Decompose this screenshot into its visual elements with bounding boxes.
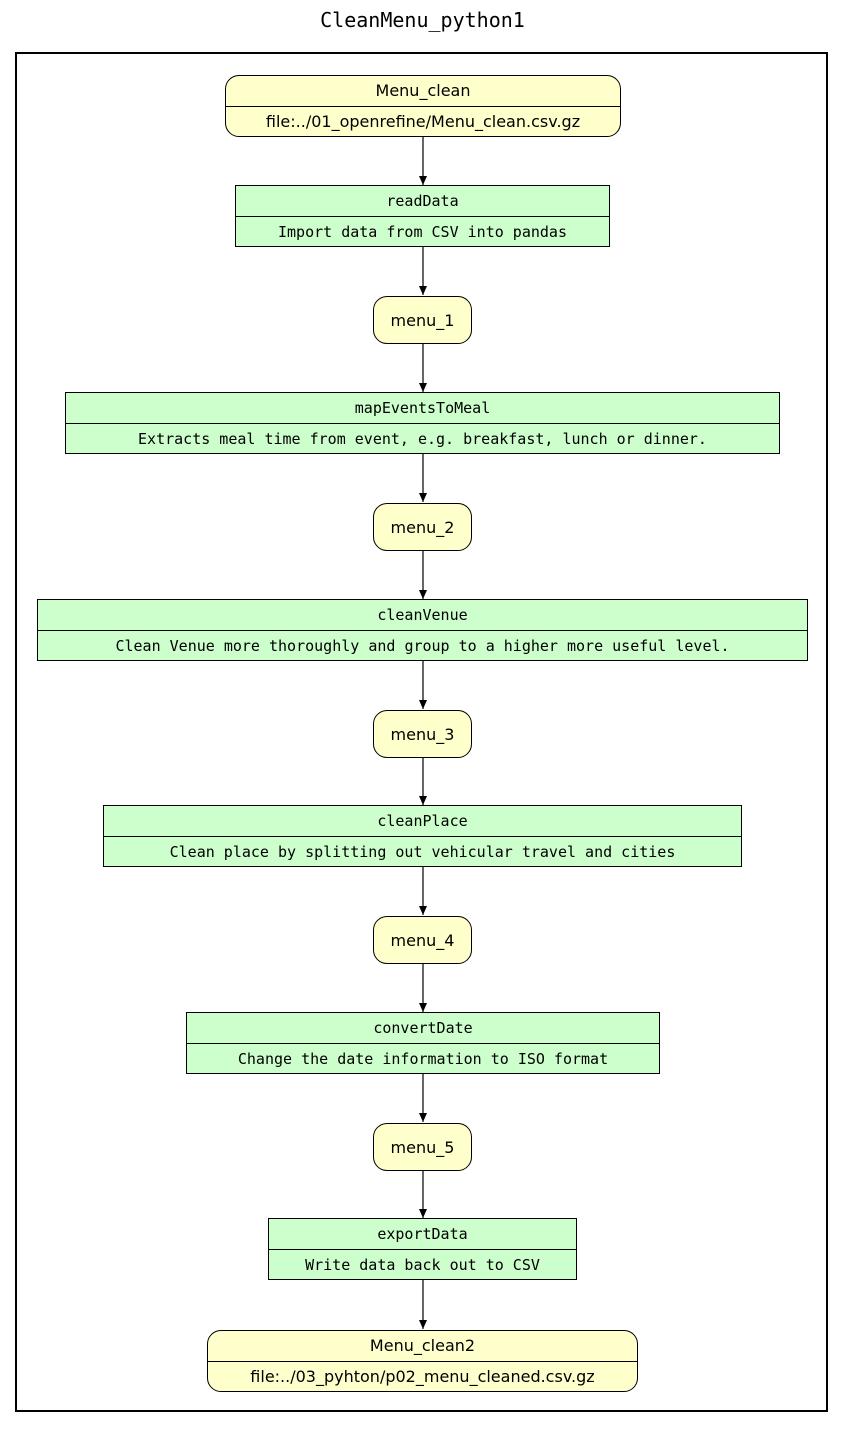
node-name: menu_2: [390, 517, 455, 537]
node-description: Write data back out to CSV: [305, 1256, 540, 1274]
node-uri: file:../03_pyhton/p02_menu_cleaned.csv.g…: [250, 1367, 595, 1386]
node-name: menu_3: [390, 724, 455, 744]
data-node-menu-clean: Menu_clean file:../01_openrefine/Menu_cl…: [225, 75, 621, 137]
data-node-menu-5: menu_5: [373, 1123, 472, 1171]
node-description: Import data from CSV into pandas: [278, 223, 567, 241]
node-name: cleanVenue: [38, 600, 807, 631]
node-name: menu_4: [390, 930, 455, 950]
node-name: readData: [236, 186, 609, 217]
node-description: Clean place by splitting out vehicular t…: [169, 843, 676, 861]
data-node-menu-clean2: Menu_clean2 file:../03_pyhton/p02_menu_c…: [207, 1330, 638, 1392]
node-name: convertDate: [187, 1013, 659, 1044]
data-node-menu-1: menu_1: [373, 296, 472, 344]
node-name: Menu_clean2: [208, 1331, 637, 1362]
process-node-map-events-to-meal: mapEventsToMeal Extracts meal time from …: [65, 392, 780, 454]
node-description: Change the date information to ISO forma…: [237, 1050, 609, 1068]
process-node-clean-place: cleanPlace Clean place by splitting out …: [103, 805, 742, 867]
node-uri: file:../01_openrefine/Menu_clean.csv.gz: [265, 112, 581, 131]
node-name: mapEventsToMeal: [66, 393, 779, 424]
data-node-menu-3: menu_3: [373, 710, 472, 758]
data-node-menu-4: menu_4: [373, 916, 472, 964]
data-node-menu-2: menu_2: [373, 503, 472, 551]
node-name: cleanPlace: [104, 806, 741, 837]
process-node-convert-date: convertDate Change the date information …: [186, 1012, 660, 1074]
diagram-title: CleanMenu_python1: [320, 8, 525, 32]
process-node-export-data: exportData Write data back out to CSV: [268, 1218, 577, 1280]
process-node-read-data: readData Import data from CSV into panda…: [235, 185, 610, 247]
node-name: Menu_clean: [226, 76, 620, 107]
node-description: Extracts meal time from event, e.g. brea…: [138, 430, 707, 448]
node-description: Clean Venue more thoroughly and group to…: [115, 637, 730, 655]
process-node-clean-venue: cleanVenue Clean Venue more thoroughly a…: [37, 599, 808, 661]
node-name: exportData: [269, 1219, 576, 1250]
workflow-frame: [15, 52, 828, 1412]
node-name: menu_1: [390, 310, 455, 330]
node-name: menu_5: [390, 1137, 455, 1157]
